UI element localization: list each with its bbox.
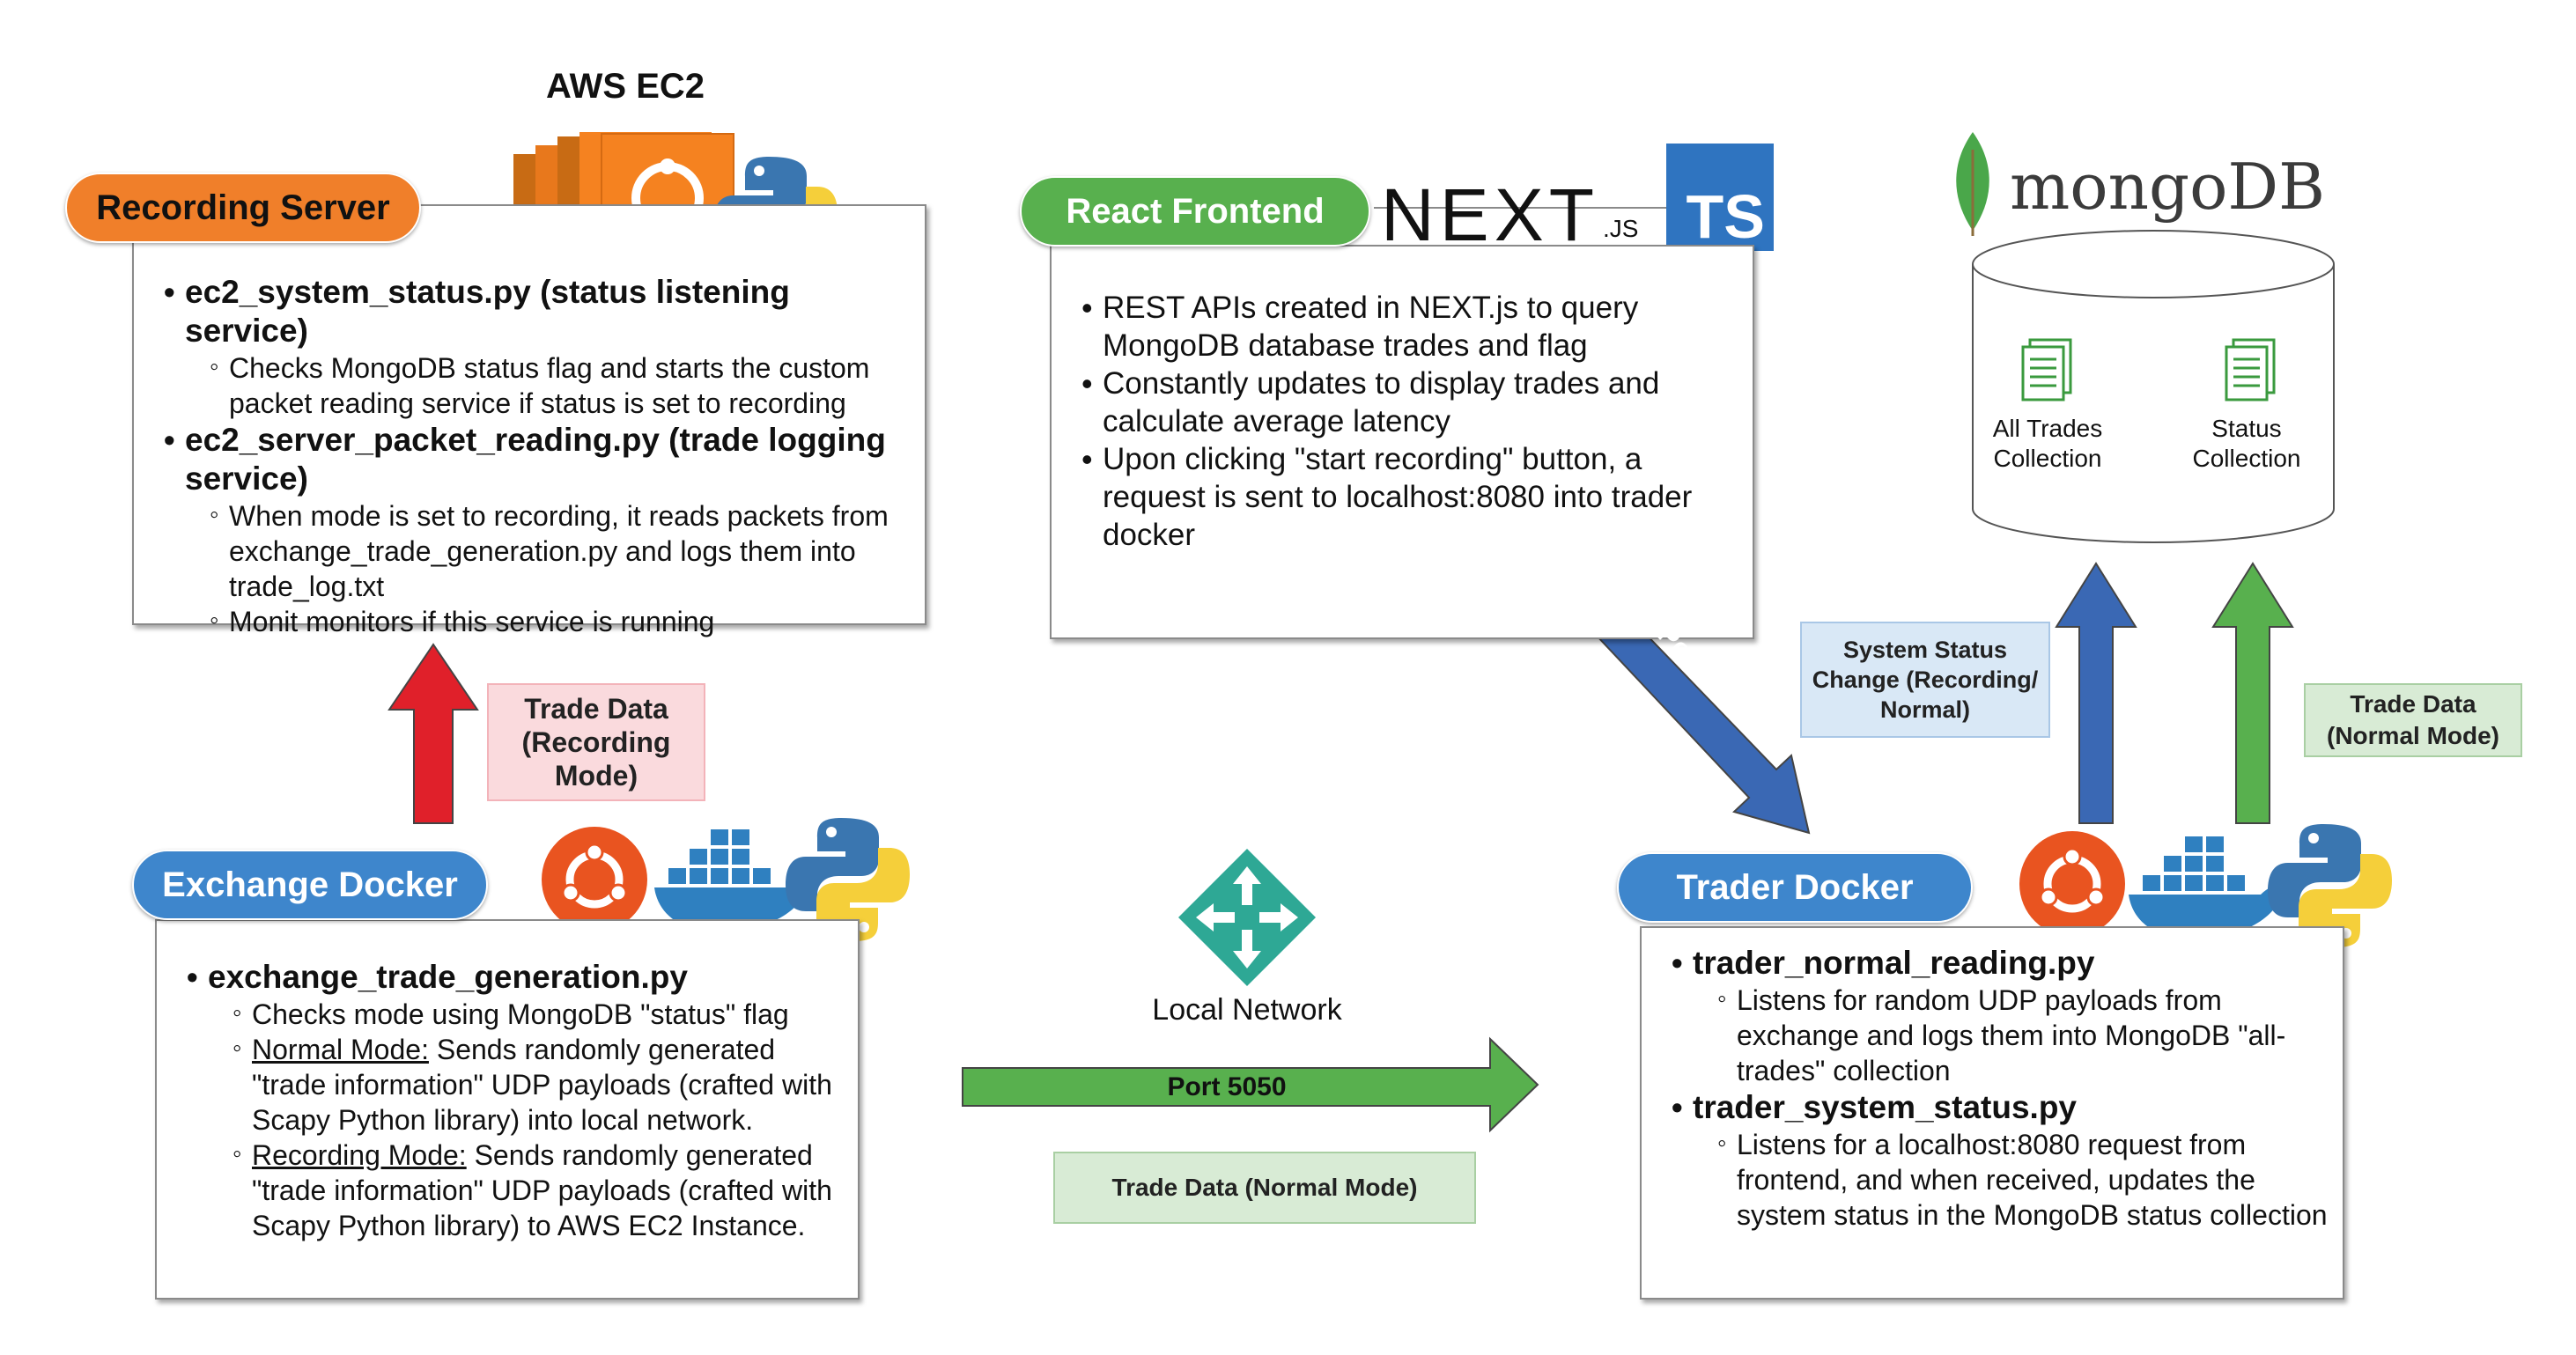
service-item: trader_normal_reading.py Listens for ran… <box>1672 944 2332 1088</box>
recording-server-title: Recording Server <box>65 173 421 243</box>
system-status-change-label: System Status Change (Recording/ Normal) <box>1800 622 2050 738</box>
service-detail: Normal Mode: Sends randomly generated "t… <box>233 1031 847 1138</box>
trade-data-normal-right-label: Trade Data (Normal Mode) <box>2304 683 2522 757</box>
arrow-status-change <box>2055 562 2137 824</box>
collection-label-all-trades: All Trades Collection <box>1992 415 2103 472</box>
service-detail: Checks MongoDB status flag and starts th… <box>210 350 912 421</box>
local-network-label: Local Network <box>1152 993 1342 1027</box>
service-item: exchange_trade_generation.py Checks mode… <box>187 958 847 1243</box>
exchange-docker-content: exchange_trade_generation.py Checks mode… <box>187 958 847 1243</box>
mode-text: Sends randomly generated "trade informat… <box>252 1139 832 1241</box>
service-detail: Monit monitors if this service is runnin… <box>210 603 912 639</box>
service-title: ec2_server_packet_reading.py (trade logg… <box>185 422 886 497</box>
trader-docker-content: trader_normal_reading.py Listens for ran… <box>1672 944 2332 1233</box>
service-detail: Listens for a localhost:8080 request fro… <box>1717 1126 2332 1233</box>
docker-icon <box>2129 836 2289 939</box>
mode-text: Sends randomly generated "trade informat… <box>252 1034 832 1136</box>
collection-label-status: Status Collection <box>2192 415 2301 472</box>
next-logo-suffix: .JS <box>1603 215 1639 242</box>
service-title: ec2_system_status.py (status listening s… <box>185 274 790 349</box>
python-icon <box>786 818 910 941</box>
document-icon <box>2225 338 2276 401</box>
typescript-logo <box>1666 144 1774 251</box>
port-5050-label: Port 5050 <box>1167 1071 1287 1101</box>
mongodb-leaf-icon <box>1956 132 1989 236</box>
ubuntu-icon <box>542 827 647 932</box>
service-item: ec2_server_packet_reading.py (trade logg… <box>164 421 912 639</box>
next-logo-text: NEXT <box>1381 173 1600 256</box>
mongodb-database-cylinder <box>1972 230 2335 543</box>
trade-data-recording-label: Trade Data (Recording Mode) <box>487 683 705 801</box>
service-detail: Listens for random UDP payloads from exc… <box>1717 982 2332 1088</box>
trade-data-normal-bottom-label: Trade Data (Normal Mode) <box>1053 1152 1476 1224</box>
react-frontend-title: React Frontend <box>1020 176 1370 247</box>
frontend-item: Constantly updates to display trades and… <box>1081 365 1742 440</box>
service-detail: Recording Mode: Sends randomly generated… <box>233 1137 847 1243</box>
arrow-port-5050 <box>962 1036 1539 1133</box>
service-detail: Checks mode using MongoDB "status" flag <box>233 996 847 1032</box>
docker-icon <box>654 829 815 932</box>
react-frontend-content: REST APIs created in NEXT.js to query Mo… <box>1081 289 1742 554</box>
service-title: trader_system_status.py <box>1693 1089 2077 1125</box>
recording-server-content: ec2_system_status.py (status listening s… <box>164 273 912 639</box>
mode-text: Checks mode using MongoDB "status" flag <box>252 998 789 1030</box>
service-title: exchange_trade_generation.py <box>208 959 688 995</box>
arrow-trade-data-recording <box>388 643 479 824</box>
document-icon <box>2021 338 2072 401</box>
network-icon <box>1178 849 1316 986</box>
mode-label: Normal Mode: <box>252 1034 429 1065</box>
next-js-logo: NEXT .JS <box>1381 173 1639 252</box>
service-title: trader_normal_reading.py <box>1693 945 2095 981</box>
service-detail: When mode is set to recording, it reads … <box>210 497 912 604</box>
frontend-item: Upon clicking "start recording" button, … <box>1081 440 1742 554</box>
mode-label: Recording Mode: <box>252 1139 467 1171</box>
trader-docker-title: Trader Docker <box>1617 852 1973 923</box>
exchange-docker-title: Exchange Docker <box>132 850 488 920</box>
mongodb-logo-text: mongoDB <box>2010 150 2326 224</box>
arrow-trade-data-normal <box>2211 562 2294 824</box>
aws-ec2-label: AWS EC2 <box>546 67 705 106</box>
frontend-item: REST APIs created in NEXT.js to query Mo… <box>1081 289 1742 365</box>
ts-logo-text: TS <box>1686 182 1765 251</box>
service-item: ec2_system_status.py (status listening s… <box>164 273 912 421</box>
service-item: trader_system_status.py Listens for a lo… <box>1672 1088 2332 1233</box>
ubuntu-icon <box>2019 831 2125 937</box>
